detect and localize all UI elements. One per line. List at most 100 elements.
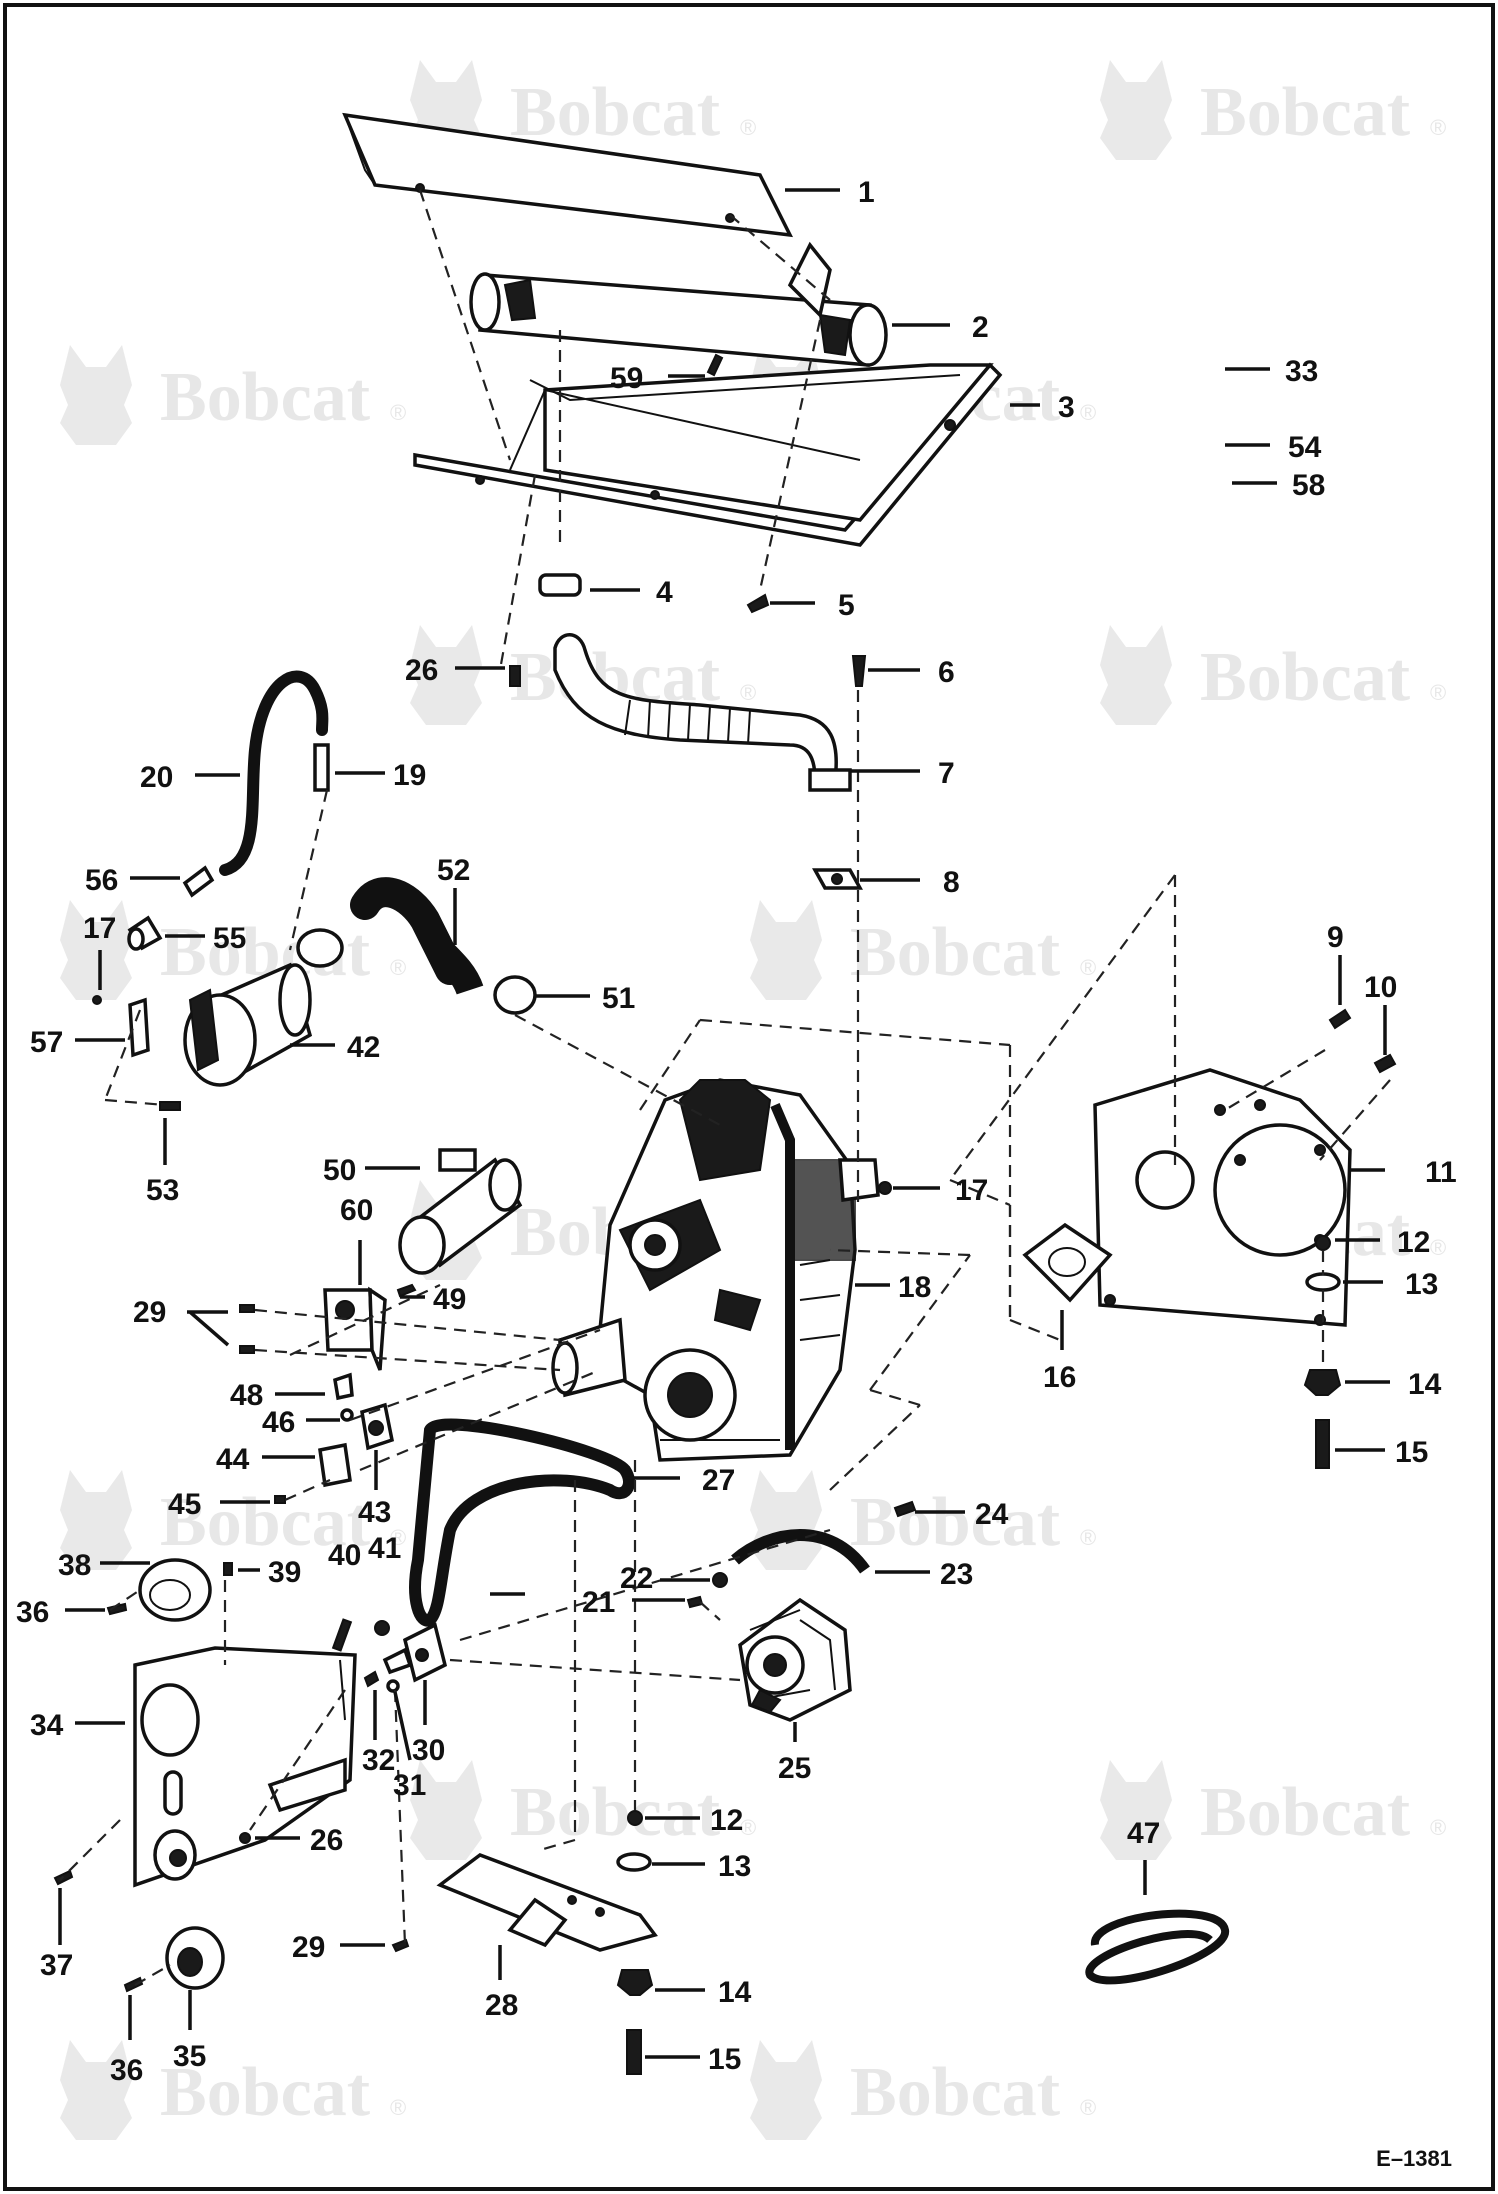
watermark-registered: ® [1080, 955, 1096, 980]
bobcat-watermark: Bobcat ® [1100, 60, 1446, 160]
watermark-brand: Bobcat [1200, 639, 1410, 716]
watermark-registered: ® [1430, 115, 1446, 140]
callout-60: 60 [340, 1194, 373, 1227]
callout-numbers: 1 2 3 33 54 58 59 4 5 26 6 7 8 19 20 52 … [16, 176, 1457, 2087]
watermark-brand: Bobcat [850, 914, 1060, 991]
callout-36: 36 [16, 1596, 49, 1629]
callout-15b: 15 [708, 2043, 741, 2076]
watermark-brand: Bobcat [510, 74, 720, 151]
callout-17: 17 [83, 912, 116, 945]
bobcat-logo-icon [750, 1470, 822, 1570]
callout-19: 19 [393, 759, 426, 792]
callout-6: 6 [938, 656, 955, 689]
callout-41: 41 [368, 1532, 401, 1565]
callout-56: 56 [85, 864, 118, 897]
callout-4: 4 [656, 576, 673, 609]
callout-1: 1 [858, 176, 875, 209]
callout-55: 55 [213, 922, 246, 955]
callout-8: 8 [943, 866, 960, 899]
drawing-frame [3, 3, 1495, 2191]
callout-57: 57 [30, 1026, 63, 1059]
callout-26: 26 [405, 654, 438, 687]
callout-18: 18 [898, 1271, 931, 1304]
bobcat-watermark: Bobcat ® [60, 2040, 406, 2140]
bobcat-watermark: Bobcat ® [750, 1470, 1096, 1570]
callout-3: 3 [1058, 391, 1075, 424]
callout-2: 2 [972, 311, 989, 344]
callout-54: 54 [1288, 431, 1322, 464]
watermark-registered: ® [390, 2095, 406, 2120]
callout-32: 32 [362, 1744, 395, 1777]
watermark-registered: ® [1430, 1815, 1446, 1840]
bobcat-watermark: Bobcat ® [1100, 1760, 1446, 1860]
bobcat-logo-icon [750, 2040, 822, 2140]
callout-17b: 17 [955, 1174, 988, 1207]
leader-lines [58, 188, 1390, 2059]
callout-39: 39 [268, 1556, 301, 1589]
bobcat-watermark: Bobcat ® [410, 60, 756, 160]
bobcat-watermark: Bobcat ® [60, 345, 406, 445]
callout-7: 7 [938, 757, 955, 790]
callout-21: 21 [582, 1586, 615, 1619]
callout-11: 11 [1425, 1156, 1457, 1189]
bobcat-logo-icon [1100, 625, 1172, 725]
callout-59: 59 [610, 362, 643, 395]
callout-34: 34 [30, 1709, 64, 1742]
assembly-lines [59, 189, 1391, 1986]
callout-16: 16 [1043, 1361, 1076, 1394]
callout-28: 28 [485, 1989, 518, 2022]
callout-15a: 15 [1395, 1436, 1428, 1469]
callout-49: 49 [433, 1283, 466, 1316]
watermark-brand: Bobcat [850, 1484, 1060, 1561]
callout-47: 47 [1127, 1817, 1160, 1850]
callout-40: 40 [328, 1539, 361, 1572]
callout-5: 5 [838, 589, 855, 622]
bobcat-logo-icon [1100, 60, 1172, 160]
callout-24: 24 [975, 1498, 1009, 1531]
callout-10: 10 [1364, 971, 1397, 1004]
callout-51: 51 [602, 982, 635, 1015]
watermark-brand: Bobcat [160, 1484, 370, 1561]
callout-12b: 12 [710, 1804, 743, 1837]
watermark-registered: ® [1430, 680, 1446, 705]
watermark-registered: ® [1080, 400, 1096, 425]
callout-38: 38 [58, 1549, 91, 1582]
callout-43: 43 [358, 1496, 391, 1529]
callout-9: 9 [1327, 921, 1344, 954]
callout-29b: 29 [292, 1931, 325, 1964]
callout-29: 29 [133, 1296, 166, 1329]
watermark-registered: ® [740, 115, 756, 140]
callout-23: 23 [940, 1558, 973, 1591]
bobcat-watermark: Bobcat ® [1100, 625, 1446, 725]
watermark-brand: Bobcat [1200, 74, 1410, 151]
callout-52: 52 [437, 854, 470, 887]
callout-50: 50 [323, 1154, 356, 1187]
watermark-registered: ® [1080, 2095, 1096, 2120]
watermark-registered: ® [390, 1525, 406, 1550]
callout-22: 22 [620, 1562, 653, 1595]
watermark-registered: ® [1080, 1525, 1096, 1550]
callout-45: 45 [168, 1488, 201, 1521]
watermark-brand: Bobcat [160, 359, 370, 436]
callout-27a: 27 [702, 1464, 735, 1497]
callout-42: 42 [347, 1031, 380, 1064]
bobcat-watermark: Bobcat ® [750, 900, 1096, 1000]
callout-53: 53 [146, 1174, 179, 1207]
callout-33: 33 [1285, 355, 1318, 388]
callout-37: 37 [40, 1949, 73, 1982]
callout-35: 35 [173, 2040, 206, 2073]
watermark-registered: ® [740, 1815, 756, 1840]
watermark-brand: Bobcat [1200, 1774, 1410, 1851]
watermark-brand: Bobcat [160, 2054, 370, 2131]
callout-48: 48 [230, 1379, 263, 1412]
callout-14a: 14 [1408, 1368, 1442, 1401]
watermark-registered: ® [390, 400, 406, 425]
callout-12a: 12 [1397, 1226, 1430, 1259]
callout-13b: 13 [718, 1850, 751, 1883]
callout-46: 46 [262, 1406, 295, 1439]
callout-31: 31 [393, 1769, 426, 1802]
figure-id: E–1381 [1376, 2146, 1452, 2171]
watermark-registered: ® [1430, 1235, 1446, 1260]
callout-25: 25 [778, 1752, 811, 1785]
